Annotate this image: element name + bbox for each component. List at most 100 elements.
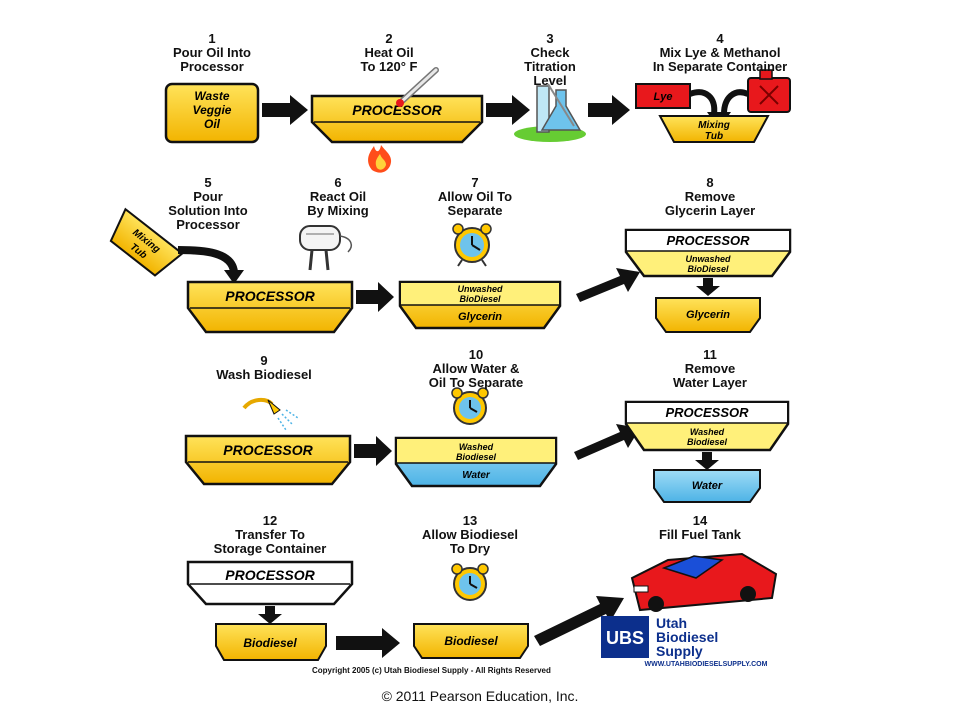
- alarm-clock-icon-2: [451, 387, 489, 425]
- step-12-number: 12: [262, 513, 278, 528]
- step-7-label: 7 Allow Oil To Separate: [420, 176, 530, 218]
- arrow-9-10: [354, 436, 392, 466]
- storage-container: Biodiesel: [215, 623, 327, 661]
- processor-label: PROCESSOR: [223, 442, 313, 458]
- processor-label: PROCESSOR: [225, 567, 315, 583]
- washed-label-2: Biodiesel: [456, 452, 497, 462]
- step-13-label: 13 Allow Biodiesel To Dry: [400, 514, 540, 556]
- step-8-number: 8: [706, 175, 714, 190]
- curve-arrow-pour: [177, 246, 238, 273]
- processor-label: PROCESSOR: [665, 405, 749, 420]
- step-5-line-2: Solution Into: [168, 203, 248, 218]
- separation-tank-water: Washed Biodiesel Water: [394, 436, 558, 488]
- step-11-label: 11 Remove Water Layer: [640, 348, 780, 390]
- step-8-line-1: Remove: [684, 189, 736, 204]
- arrow-13-14: [534, 596, 624, 646]
- step-3-line-3: Level: [533, 73, 567, 88]
- step-13-number: 13: [462, 513, 478, 528]
- step-5-line-3: Processor: [176, 217, 240, 232]
- arrow-down-water: [695, 452, 719, 470]
- titration-flasks-icon: [514, 83, 586, 142]
- curve-arrow-lye: [688, 89, 718, 115]
- flame-icon: [368, 145, 392, 173]
- copyright-notice: Copyright 2005 (c) Utah Biodiesel Supply…: [312, 666, 551, 675]
- processor-label: PROCESSOR: [352, 102, 442, 118]
- waste-oil-label-3: Oil: [204, 117, 221, 131]
- step-3-number: 3: [546, 31, 554, 46]
- thermometer-icon: [396, 67, 439, 107]
- step-1-label: 1 Pour Oil Into Processor: [150, 32, 274, 74]
- logo-url: WWW.UTAHBIODIESELSUPPLY.COM: [645, 661, 768, 668]
- mixing-tub-step-4: Mixing Tub: [658, 115, 770, 143]
- step-2-line-1: Heat Oil: [364, 45, 414, 60]
- logo-line-2: Biodiesel: [656, 629, 718, 645]
- step-14-number: 14: [692, 513, 708, 528]
- step-5-label: 5 Pour Solution Into Processor: [146, 176, 270, 232]
- mixing-tub-tilted: Mixing Tub: [109, 207, 184, 277]
- processor-label: PROCESSOR: [666, 233, 750, 248]
- lye-container-icon: Lye: [635, 83, 691, 109]
- washed-label-1: Washed: [690, 427, 725, 437]
- logo-initials: UBS: [606, 628, 644, 648]
- processor-step-6: PROCESSOR: [186, 280, 354, 334]
- step-3-label: 3 Check Titration Level: [508, 32, 592, 88]
- step-2-label: 2 Heat Oil To 120° F: [334, 32, 444, 74]
- step-10-line-2: Oil To Separate: [428, 375, 524, 390]
- step-3-line-2: Titration: [524, 59, 576, 74]
- water-label: Water: [462, 470, 491, 481]
- step-6-line-1: React Oil: [309, 189, 367, 204]
- step-4-line-2: In Separate Container: [652, 59, 788, 74]
- unwashed-label-1: Unwashed: [685, 254, 731, 264]
- step-13-line-1: Allow Biodiesel: [421, 527, 519, 542]
- alarm-clock-icon-3: [451, 563, 489, 601]
- step-12-label: 12 Transfer To Storage Container: [180, 514, 360, 556]
- step-10-number: 10: [468, 347, 484, 362]
- water-label: Water: [692, 480, 723, 492]
- processor-step-9: PROCESSOR: [184, 434, 352, 486]
- step-11-number: 11: [703, 347, 717, 362]
- arrow-down-storage: [258, 606, 282, 624]
- step-4-label: 4 Mix Lye & Methanol In Separate Contain…: [614, 32, 826, 74]
- step-6-number: 6: [334, 175, 342, 190]
- unwashed-label-2: BioDiesel: [459, 294, 501, 304]
- biodiesel-label: Biodiesel: [444, 634, 498, 648]
- step-7-line-2: Separate: [447, 203, 503, 218]
- glycerin-label: Glycerin: [686, 309, 730, 321]
- arrow-12-13: [336, 628, 400, 658]
- arrow-6-7: [356, 282, 394, 312]
- water-container: Water: [653, 469, 761, 503]
- step-10-label: 10 Allow Water & Oil To Separate: [396, 348, 556, 390]
- arrow-3-4: [588, 95, 630, 125]
- waste-oil-label-1: Waste: [194, 89, 229, 103]
- mixing-tub-label-2: Tub: [705, 131, 723, 142]
- step-11-line-2: Water Layer: [673, 375, 747, 390]
- step-5-line-1: Pour: [193, 189, 223, 204]
- curve-arrow-methanol: [721, 89, 750, 115]
- processor-step-8: PROCESSOR Unwashed BioDiesel: [624, 228, 792, 278]
- step-9-number: 9: [260, 353, 268, 368]
- pearson-credit: © 2011 Pearson Education, Inc.: [381, 688, 579, 704]
- step-9-label: 9 Wash Biodiesel: [186, 354, 342, 382]
- mixing-tub-label-1: Mixing: [698, 120, 730, 131]
- washed-label-2: Biodiesel: [687, 437, 728, 447]
- curve-arrowhead-pour: [224, 270, 244, 284]
- methanol-can-icon: [747, 69, 791, 113]
- shower-head-icon: [242, 397, 299, 431]
- car-icon: [630, 552, 778, 612]
- glycerin-label: Glycerin: [458, 311, 502, 323]
- processor-step-2: PROCESSOR: [310, 94, 484, 144]
- step-14-line-1: Fill Fuel Tank: [658, 527, 742, 542]
- washed-label-1: Washed: [459, 442, 494, 452]
- unwashed-label-1: Unwashed: [457, 284, 503, 294]
- step-5-number: 5: [204, 175, 212, 190]
- processor-step-12: PROCESSOR: [186, 560, 354, 606]
- step-14-label: 14 Fill Fuel Tank: [630, 514, 770, 542]
- step-1-line-2: Processor: [180, 59, 244, 74]
- step-6-line-2: By Mixing: [307, 203, 369, 218]
- arrow-2-3: [486, 95, 530, 125]
- step-2-line-2: To 120° F: [360, 59, 418, 74]
- lye-label: Lye: [654, 91, 673, 103]
- step-9-line-1: Wash Biodiesel: [216, 367, 312, 382]
- arrow-down-glycerin: [696, 278, 720, 296]
